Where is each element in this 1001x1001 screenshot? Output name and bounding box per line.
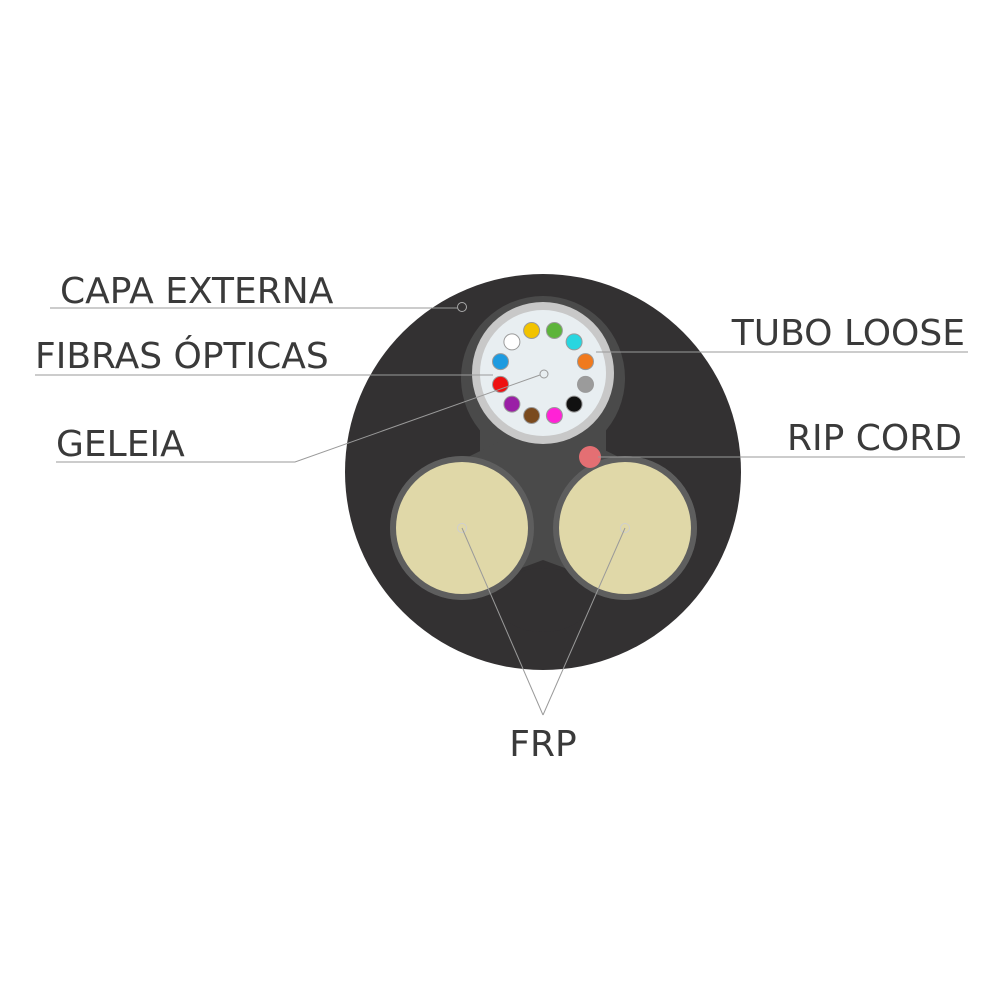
optical-fiber [577,375,594,393]
leader-lines [35,307,968,716]
label-frp: FRP [509,724,576,765]
optical-fiber [523,322,541,339]
frp-right-marker [620,523,630,533]
label-rip-cord: RIP CORD [787,418,962,459]
label-tubo-loose: TUBO LOOSE [731,313,965,354]
loose-tube-gel [480,310,606,436]
optical-fibers [492,322,594,424]
optical-fiber [492,375,509,393]
optical-fiber [503,395,521,413]
optical-fiber [492,353,509,371]
optical-fiber [545,407,563,424]
label-capa-externa: CAPA EXTERNA [60,271,334,312]
bottom-notch [495,568,591,632]
frp-left-marker [457,523,467,533]
optical-fiber [577,353,594,371]
leader-geleia [56,374,541,463]
gel-marker [539,369,549,379]
leader-frp-right [542,527,626,716]
optical-fiber [523,407,541,424]
leader-frp-left [461,527,544,716]
label-fibras-opticas: FIBRAS ÓPTICAS [35,335,329,377]
optical-fiber [503,333,521,351]
optical-fiber [565,333,583,351]
label-geleia: GELEIA [56,424,185,465]
capa-externa-marker [457,302,467,312]
rip-cord [579,446,601,468]
optical-fiber [545,322,563,339]
optical-fiber [565,395,583,413]
loose-tube [472,302,614,444]
